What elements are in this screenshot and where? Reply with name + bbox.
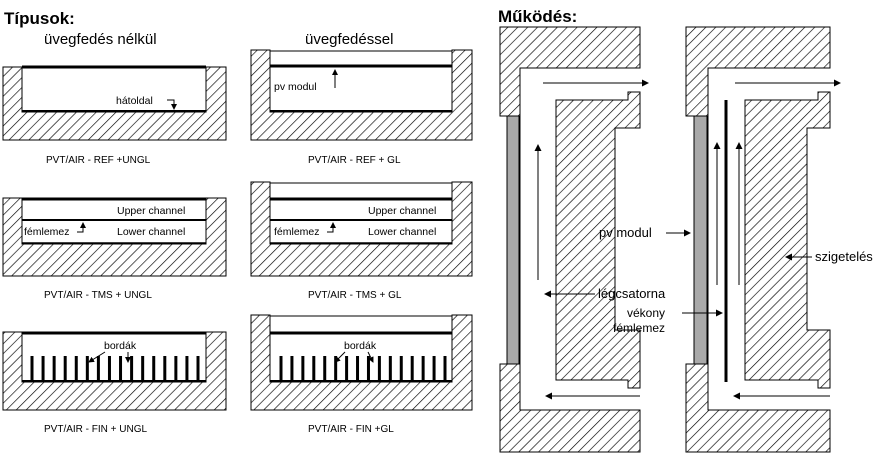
pv-module-panel xyxy=(506,115,520,365)
caption-tms-ungl: PVT/AIR - TMS + UNGL xyxy=(44,290,152,301)
caption-ref-ungl: PVT/AIR - REF +UNGL xyxy=(46,155,151,166)
fins xyxy=(279,356,447,381)
collector-tms-gl xyxy=(250,181,473,277)
pv-module-panel xyxy=(693,115,708,365)
label-op-pv-modul: pv modul xyxy=(599,225,652,240)
label-upper-channel-2: Upper channel xyxy=(368,205,436,217)
label-lower-channel-2: Lower channel xyxy=(368,226,436,238)
types-heading: Típusok: xyxy=(4,9,75,28)
collector-ref-gl xyxy=(250,49,473,141)
label-hatoldal: hátoldal xyxy=(116,95,153,107)
label-op-szigeteles: szigetelés xyxy=(815,249,873,264)
fins xyxy=(30,356,200,381)
collector-fin-gl xyxy=(250,314,473,411)
operation-diagram-single-channel xyxy=(499,26,649,453)
label-op-vekony: vékony xyxy=(627,306,665,320)
col-header-unglazed: üvegfedés nélkül xyxy=(44,31,157,48)
label-bordak-2: bordák xyxy=(344,340,377,352)
insulation-block xyxy=(555,91,641,389)
caption-tms-gl: PVT/AIR - TMS + GL xyxy=(308,290,402,301)
caption-ref-gl: PVT/AIR - REF + GL xyxy=(308,155,401,166)
label-femlemez-2: fémlemez xyxy=(274,226,320,238)
label-op-legcsatorna: légcsatorna xyxy=(598,286,666,301)
label-upper-channel-1: Upper channel xyxy=(117,205,185,217)
operation-diagram-double-channel xyxy=(685,26,841,453)
insulation-block xyxy=(744,91,831,389)
caption-fin-gl: PVT/AIR - FIN +GL xyxy=(308,424,394,435)
caption-fin-ungl: PVT/AIR - FIN + UNGL xyxy=(44,424,148,435)
collector-tms-ungl xyxy=(2,197,227,277)
col-header-glazed: üvegfedéssel xyxy=(305,31,393,48)
label-bordak-1: bordák xyxy=(104,340,137,352)
operation-heading: Működés: xyxy=(498,7,577,26)
label-op-femlemez: fémlemez xyxy=(613,321,665,335)
collector-ref-ungl xyxy=(2,65,227,141)
collector-fin-ungl xyxy=(2,331,227,411)
label-lower-channel-1: Lower channel xyxy=(117,226,185,238)
label-pv-modul: pv modul xyxy=(274,81,317,93)
label-femlemez-1: fémlemez xyxy=(24,226,70,238)
